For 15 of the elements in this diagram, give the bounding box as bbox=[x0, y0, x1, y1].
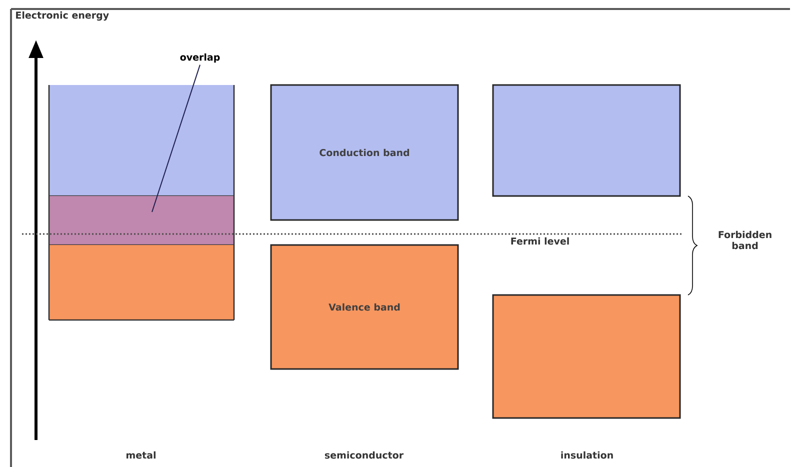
energy-band bbox=[48, 244, 235, 321]
energy-band: Conduction band bbox=[270, 84, 459, 221]
energy-band bbox=[492, 84, 681, 197]
energy-band bbox=[48, 84, 235, 197]
energy-band bbox=[492, 294, 681, 419]
axis-title: Electronic energy bbox=[16, 11, 109, 21]
annotation-text: overlap bbox=[180, 53, 220, 63]
leader-line bbox=[152, 64, 200, 212]
energy-band: Valence band bbox=[270, 244, 459, 370]
forbidden-band-label: Forbidden band bbox=[718, 230, 772, 250]
overlap-region bbox=[48, 195, 235, 246]
fermi-level-label: Fermi level bbox=[511, 237, 569, 245]
material-label: insulation bbox=[561, 451, 613, 459]
material-label: metal bbox=[126, 451, 156, 459]
material-label: semiconductor bbox=[324, 451, 404, 459]
